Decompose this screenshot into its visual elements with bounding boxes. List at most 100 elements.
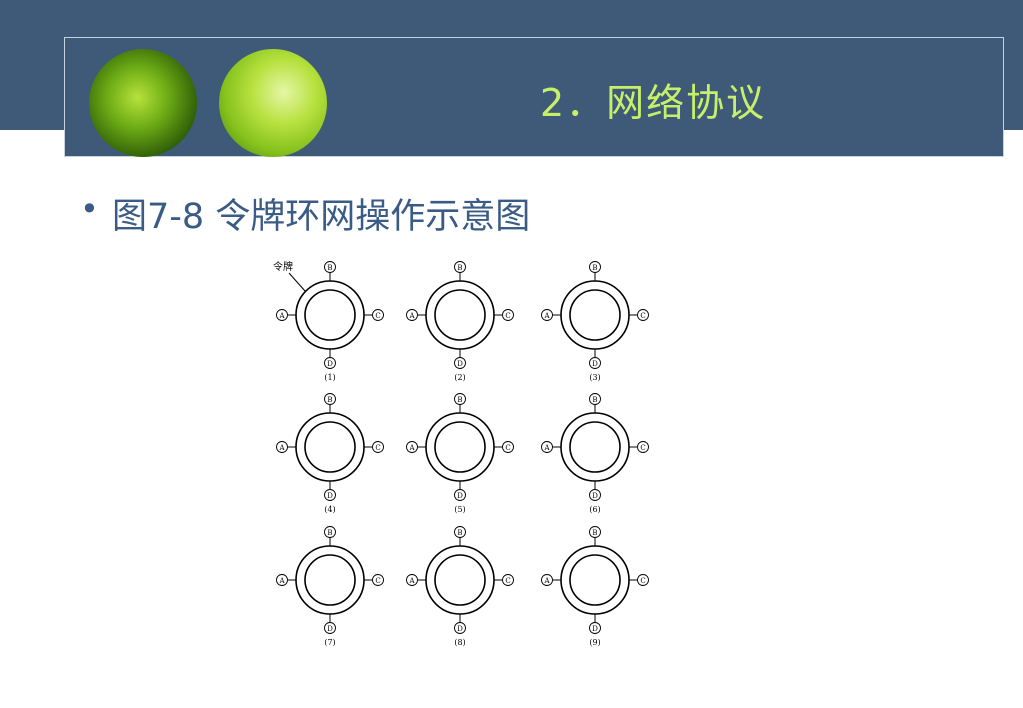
station-node (324, 393, 336, 405)
ring-inner (434, 421, 486, 473)
panel-label: (4) (324, 505, 335, 514)
station-node (589, 357, 601, 369)
station-node (454, 489, 466, 501)
ring-inner (434, 289, 486, 341)
ring-panel: A B C D (6) (541, 393, 649, 514)
station-node (276, 441, 288, 453)
station-label: A (278, 312, 285, 320)
station-node (406, 574, 418, 586)
station-node (589, 261, 601, 273)
station-node (454, 261, 466, 273)
station-node (589, 526, 601, 538)
ring-inner (434, 554, 486, 606)
station-node (324, 357, 336, 369)
station-label: A (278, 577, 285, 585)
station-node (502, 574, 514, 586)
header-panel (64, 37, 1004, 157)
station-label: D (457, 492, 463, 500)
station-label: C (375, 312, 380, 320)
station-label: A (543, 312, 550, 320)
station-label: D (457, 625, 463, 633)
ring-outer (295, 545, 365, 615)
station-label: C (375, 577, 380, 585)
station-node (372, 441, 384, 453)
station-node (372, 574, 384, 586)
station-label: C (505, 444, 510, 452)
station-node (589, 393, 601, 405)
station-node (454, 393, 466, 405)
panel-label: (7) (324, 638, 335, 647)
station-label: D (327, 360, 333, 368)
ring-outer (560, 545, 630, 615)
ring-inner (569, 554, 621, 606)
station-label: A (543, 577, 550, 585)
station-node (541, 441, 553, 453)
ring-panel: A B C D (8) (406, 526, 514, 647)
station-label: B (457, 529, 462, 537)
station-node (406, 441, 418, 453)
station-node (372, 309, 384, 321)
station-node (454, 526, 466, 538)
station-label: C (640, 444, 645, 452)
ring-inner (304, 554, 356, 606)
station-node (502, 309, 514, 321)
ring-panel: A B C D (7) (276, 526, 384, 647)
bullet-marker: • (80, 190, 99, 228)
station-node (541, 574, 553, 586)
station-label: D (592, 492, 598, 500)
page-title: 2．网络协议 (540, 81, 767, 125)
station-node (276, 574, 288, 586)
station-node (454, 622, 466, 634)
station-label: C (375, 444, 380, 452)
station-node (324, 489, 336, 501)
panel-label: (5) (454, 505, 465, 514)
station-label: C (640, 577, 645, 585)
token-label: 令牌 (273, 260, 293, 273)
station-label: C (505, 312, 510, 320)
station-label: B (457, 264, 462, 272)
token-ring-diagram: 令牌 ABCD(1)ABCD(2)ABCD(3)ABCD(4)ABCD(5)AB… (273, 260, 649, 647)
station-label: A (408, 444, 415, 452)
ring-panel: A B C D (5) (406, 393, 514, 514)
station-label: B (457, 396, 462, 404)
station-label: B (327, 264, 332, 272)
station-label: A (543, 444, 550, 452)
station-node (406, 309, 418, 321)
station-node (276, 309, 288, 321)
ring-outer (560, 280, 630, 350)
station-node (637, 441, 649, 453)
station-node (502, 441, 514, 453)
station-label: D (592, 360, 598, 368)
station-node (589, 489, 601, 501)
panel-label: (1) (324, 373, 335, 382)
station-node (454, 357, 466, 369)
panel-label: (8) (454, 638, 465, 647)
ring-inner (304, 289, 356, 341)
station-label: A (408, 577, 415, 585)
station-label: B (327, 529, 332, 537)
ring-panel: A B C D (1) (276, 261, 384, 382)
station-node (637, 309, 649, 321)
station-label: C (505, 577, 510, 585)
ring-outer (560, 412, 630, 482)
station-node (541, 309, 553, 321)
ring-inner (569, 421, 621, 473)
ring-outer (425, 412, 495, 482)
ring-inner (569, 289, 621, 341)
ring-inner (304, 421, 356, 473)
station-node (324, 261, 336, 273)
panel-label: (6) (589, 505, 600, 514)
station-label: B (592, 529, 597, 537)
station-label: D (327, 625, 333, 633)
station-label: A (408, 312, 415, 320)
station-label: B (592, 396, 597, 404)
leaf-image-2 (219, 49, 327, 157)
panel-label: (3) (589, 373, 600, 382)
station-node (324, 622, 336, 634)
ring-outer (295, 412, 365, 482)
station-label: D (592, 625, 598, 633)
